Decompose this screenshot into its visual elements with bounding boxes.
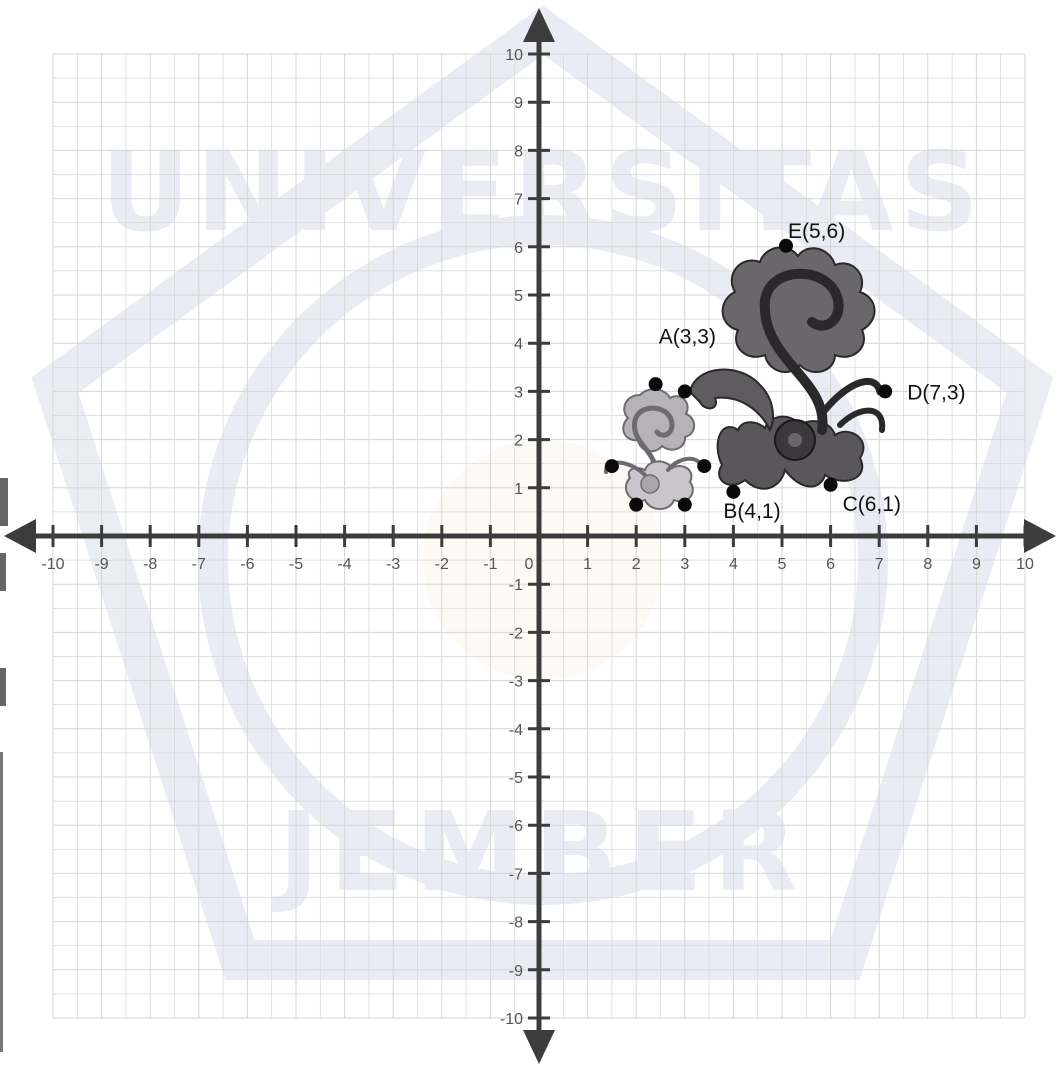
point-label-e: E(5,6) (788, 220, 845, 243)
x-tick-label: 7 (875, 556, 884, 573)
x-tick-label: -2 (435, 556, 449, 573)
y-tick-label: -7 (509, 866, 523, 883)
y-tick-label: 7 (514, 192, 523, 209)
y-tick-label: -2 (509, 625, 523, 642)
point-c (823, 477, 838, 492)
point-a (677, 384, 692, 399)
x-tick-label: 3 (680, 556, 689, 573)
y-tick-label: -6 (509, 818, 523, 835)
left-edge-line (0, 752, 3, 1052)
point-e (779, 238, 793, 253)
small-flower-figure (604, 388, 704, 510)
large-flower-figure (688, 246, 886, 490)
y-tick-label: -10 (500, 1011, 523, 1028)
x-tick-label: -4 (337, 556, 351, 573)
point-label-c: C(6,1) (843, 493, 901, 516)
point-d (878, 384, 893, 399)
watermark-pentagon (31, 5, 1054, 980)
left-edge-bar-3 (0, 668, 6, 706)
large-flower-center-dot (788, 433, 802, 447)
y-axis-arrow-down (523, 1030, 555, 1064)
y-tick-label: -5 (509, 770, 523, 787)
x-tick-label: -9 (94, 556, 108, 573)
x-tick-label: 2 (632, 556, 641, 573)
y-tick-label: -9 (509, 963, 523, 980)
point-label-b: B(4,1) (723, 500, 780, 523)
y-tick-label: 2 (514, 433, 523, 450)
x-tick-label: 10 (1016, 556, 1034, 573)
left-edge-bar-2 (0, 553, 6, 591)
large-left-leaf (688, 368, 774, 433)
y-tick-label: -4 (509, 722, 523, 739)
y-tick-label: 8 (514, 143, 523, 160)
x-tick-label: 6 (826, 556, 835, 573)
x-tick-label: 9 (972, 556, 981, 573)
large-right-curl (821, 377, 884, 414)
x-tick-label: 4 (729, 556, 738, 573)
small-stem-spiral (631, 405, 675, 481)
watermark-bottom-text: JEMBER (271, 788, 807, 916)
point-label-d: D(7,3) (907, 381, 965, 404)
y-tick-label: 1 (514, 481, 523, 498)
small-figure-point-3 (697, 459, 712, 474)
x-tick-label: -3 (386, 556, 400, 573)
point-label-a: A(3,3) (659, 325, 716, 348)
small-figure-point-1 (648, 377, 663, 392)
x-tick-label: 5 (778, 556, 787, 573)
x-tick-label: -8 (143, 556, 157, 573)
x-tick-label: -1 (483, 556, 497, 573)
large-top-flower (721, 246, 876, 374)
small-flower-center (640, 474, 660, 494)
small-figure-point-2 (604, 459, 619, 474)
small-top-flower (622, 388, 696, 453)
y-tick-label: 9 (514, 95, 523, 112)
watermark-top-text: UNIVERSITAS (101, 128, 985, 256)
points: A(3,3) B(4,1) C(6,1) D(7,3) E(5,6) (604, 220, 966, 523)
y-tick-label: -3 (509, 674, 523, 691)
x-axis-arrow-right (1024, 519, 1056, 553)
small-figure-point-4 (629, 497, 644, 512)
x-tick-label: 0 (525, 556, 534, 573)
y-tick-label: 4 (514, 336, 523, 353)
y-tick-label: 5 (514, 288, 523, 305)
y-tick-label: -8 (509, 915, 523, 932)
x-tick-label: 8 (923, 556, 932, 573)
y-tick-label: 3 (514, 384, 523, 401)
large-stem-spiral (759, 268, 844, 435)
large-right-curl-lower (837, 407, 886, 433)
x-tick-label: -10 (41, 556, 64, 573)
x-axis-arrow-left (4, 519, 36, 553)
y-tick-label: 10 (505, 47, 523, 64)
small-figure-point-5 (677, 497, 692, 512)
y-axis-arrow-up (523, 8, 555, 42)
x-tick-label: -7 (192, 556, 206, 573)
y-tick-label: 6 (514, 240, 523, 257)
x-tick-label: -6 (240, 556, 254, 573)
left-edge-bar-1 (0, 478, 8, 526)
x-tick-label: 1 (583, 556, 592, 573)
point-b (726, 484, 741, 499)
y-tick-label: -1 (509, 577, 523, 594)
x-tick-label: -5 (289, 556, 303, 573)
